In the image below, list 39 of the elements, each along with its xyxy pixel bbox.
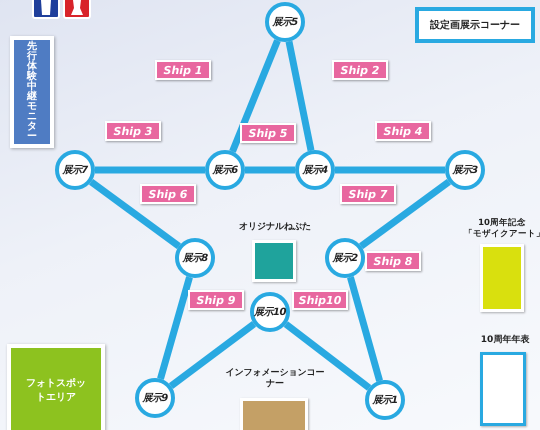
exhibit-circle: 展示5 xyxy=(265,2,305,42)
monitor-sign xyxy=(10,36,54,148)
area-heading: インフォメーションコーナー xyxy=(225,368,325,390)
area-heading: 10周年年表 xyxy=(480,335,530,346)
ship-label: Ship 5 xyxy=(240,123,296,143)
exhibit-circle: 展示3 xyxy=(445,150,485,190)
exhibit-circle: 展示7 xyxy=(55,150,95,190)
exhibit-circle: 展示6 xyxy=(205,150,245,190)
exhibit-circle: 展示1 xyxy=(365,380,405,420)
ship-label: Ship 9 xyxy=(188,290,244,310)
path-line xyxy=(95,166,205,174)
ship-label: Ship 6 xyxy=(140,184,196,204)
exhibit-circle: 展示10 xyxy=(250,292,290,332)
vertical-sign-text: 先行体験中継モニター xyxy=(26,42,38,142)
ship-label: Ship10 xyxy=(292,290,348,310)
path-line xyxy=(229,39,281,153)
area-heading: オリジナルねぶた xyxy=(238,222,312,234)
ship-label: Ship 8 xyxy=(365,251,421,271)
ship-label: Ship 4 xyxy=(375,121,431,141)
photo-spot-area: フォトスポットエリア xyxy=(7,344,105,430)
ship-label: Ship 3 xyxy=(105,121,161,141)
path-line xyxy=(284,321,372,391)
corner-sign: 設定画展示コーナー xyxy=(415,7,535,43)
path-line xyxy=(347,276,383,382)
exhibit-circle: 展示2 xyxy=(325,238,365,278)
exhibit-circle: 展示4 xyxy=(295,150,335,190)
area-heading: 10周年記念「モザイクアート」 xyxy=(464,218,540,240)
ship-label: Ship 1 xyxy=(155,60,211,80)
ship-label: Ship 7 xyxy=(340,184,396,204)
path-line xyxy=(335,166,445,174)
ship-label: Ship 2 xyxy=(332,60,388,80)
path-line xyxy=(286,40,314,152)
path-line xyxy=(359,179,451,249)
exhibit-circle: 展示9 xyxy=(135,378,175,418)
exhibit-circle: 展示8 xyxy=(175,238,215,278)
path-line xyxy=(89,179,181,249)
path-line xyxy=(157,276,193,380)
path-line xyxy=(245,166,295,174)
path-line xyxy=(168,321,256,389)
